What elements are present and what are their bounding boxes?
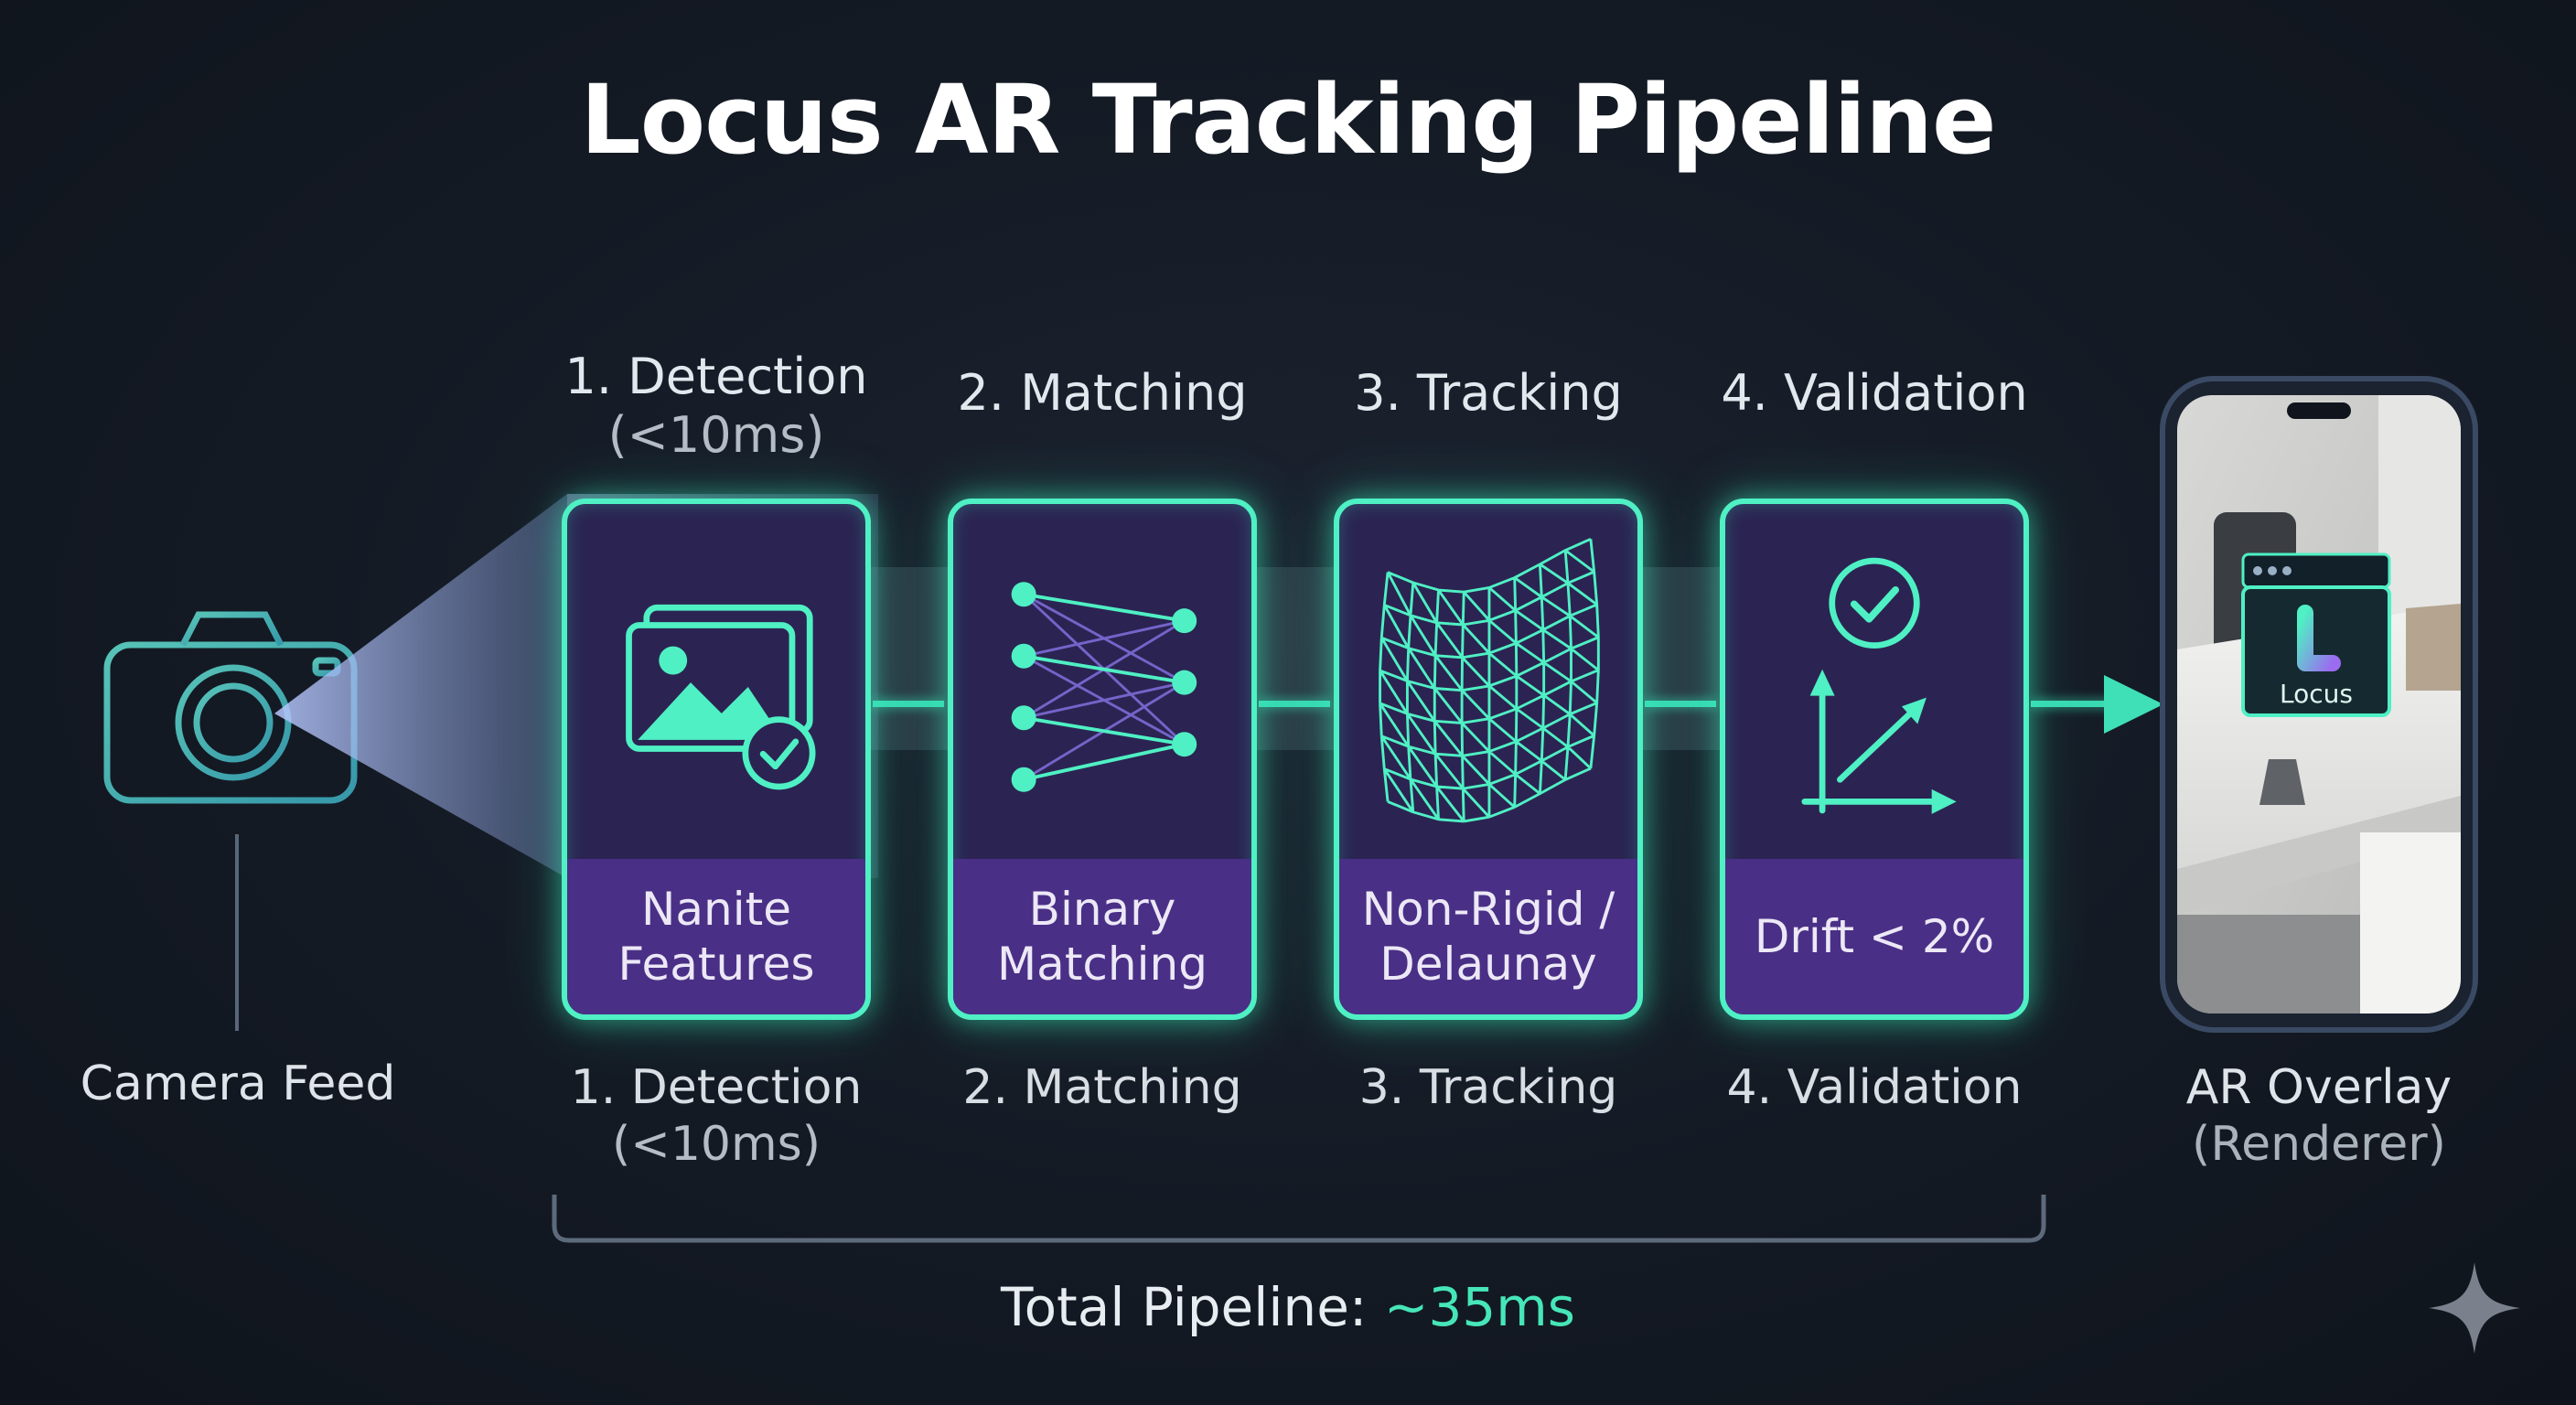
camera-stem [235,834,239,1031]
sparkle-icon [2429,1262,2520,1354]
stage-caption: Nanite Features [567,859,865,1014]
stage-3-bottom-label: 3. Tracking [1358,1060,1618,1115]
stage-1-bottom-label: 1. Detection (<10ms) [570,1060,863,1172]
connector-4-out [2031,701,2122,707]
arrow-right-icon [2104,675,2163,734]
ar-overlay-label: AR Overlay (Renderer) [2185,1060,2453,1172]
phone-badge-label: Locus [2280,679,2353,709]
stage-1-top-label: 1. Detection (<10ms) [564,348,868,464]
stage-caption: Drift < 2% [1725,859,2023,1014]
stage-caption: Non-Rigid / Delaunay [1339,859,1637,1014]
phone-icon [2160,376,2478,1033]
stage-3-top-label: 3. Tracking [1354,364,1623,422]
stage-card-detection: Nanite Features [562,499,871,1020]
page-title: Locus AR Tracking Pipeline [580,64,1996,176]
camera-feed-label: Camera Feed [80,1056,396,1111]
stage-4-bottom-label: 4. Validation [1726,1060,2023,1115]
mesh-icon [1379,537,1600,823]
axis-arrow-icon [1801,679,1949,814]
check-circle-icon [1829,557,1920,649]
stage-4-top-label: 4. Validation [1721,364,2028,422]
stage-card-tracking: Non-Rigid / Delaunay [1334,499,1643,1020]
validation-icons [1801,557,1957,814]
connector-2-3 [1259,701,1330,707]
mesh-lines [1379,537,1600,823]
total-bracket [552,1195,2046,1243]
image-check-icon [626,604,816,790]
connector-3-4 [1645,701,1716,707]
locus-badge [2241,552,2391,717]
bipartite-graph-icon [1011,582,1197,792]
stage-card-matching: Binary Matching [948,499,1257,1020]
stage-card-validation: Drift < 2% [1720,499,2029,1020]
camera-icon [103,611,358,804]
stage-2-bottom-label: 2. Matching [962,1060,1242,1115]
stage-2-top-label: 2. Matching [957,364,1248,422]
connector-1-2 [873,701,944,707]
total-pipeline: Total Pipeline: ~35ms [1001,1276,1575,1338]
stage-caption: Binary Matching [953,859,1251,1014]
